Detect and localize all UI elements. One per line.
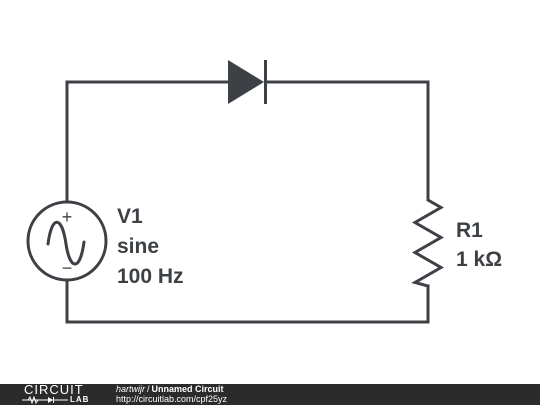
source-minus-sign: − (62, 258, 73, 278)
source-plus-sign: + (62, 207, 73, 227)
resistor-name-label: R1 (456, 219, 483, 242)
footer-bar: CIRCUIT LAB hartwijr/Unnamed Circuit htt… (0, 382, 540, 405)
resistor-zigzag (411, 194, 445, 288)
diode-d1[interactable] (228, 60, 267, 104)
logo-text-bottom: LAB (70, 395, 90, 404)
circuit-schematic: + − V1 sine 100 Hz R1 1 kΩ (26, 60, 502, 324)
circuit-title[interactable]: Unnamed Circuit (151, 384, 224, 394)
credit-separator: / (147, 384, 150, 394)
sine-source-v1[interactable]: + − (26, 200, 108, 282)
logo-circuit-icon (22, 396, 68, 404)
circuitlab-logo[interactable]: CIRCUIT LAB (20, 382, 100, 405)
source-value-label: 100 Hz (117, 265, 184, 288)
source-name-label: V1 (117, 205, 143, 228)
source-type-label: sine (117, 235, 159, 258)
circuit-url-link[interactable]: http://circuitlab.com/cpf25yz (116, 394, 228, 404)
author-link[interactable]: hartwijr (116, 384, 146, 394)
resistor-r1[interactable] (411, 194, 445, 288)
resistor-value-label: 1 kΩ (456, 248, 502, 271)
diode-triangle (228, 60, 264, 104)
logo-text-top: CIRCUIT (24, 382, 84, 397)
sine-wave-icon (46, 220, 86, 266)
source-circle (26, 200, 108, 282)
wires (65, 80, 430, 324)
footer-credit: hartwijr/Unnamed Circuit (116, 384, 224, 394)
